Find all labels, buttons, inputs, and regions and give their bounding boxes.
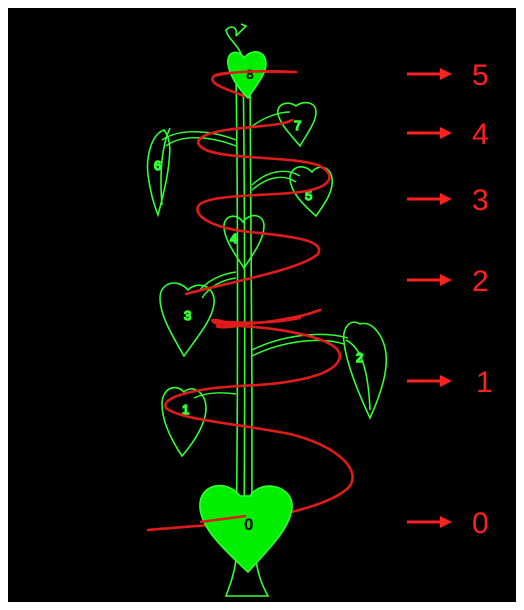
leaf-2: 2 xyxy=(344,322,387,418)
arrow-head-icon xyxy=(440,516,452,528)
leaf-label-2: 2 xyxy=(356,350,363,365)
leaf-label-6: 6 xyxy=(154,158,161,173)
leaf-0: 0 xyxy=(200,486,292,572)
leaf-label-7: 7 xyxy=(294,118,301,133)
leaf-6: 6 xyxy=(148,128,170,215)
level-label-1: 1 xyxy=(476,366,493,399)
level-label-3: 3 xyxy=(472,184,489,217)
arrow-head-icon xyxy=(440,68,452,80)
level-5: 5 xyxy=(407,59,489,92)
level-4: 4 xyxy=(407,118,489,151)
leaf-label-8: 8 xyxy=(246,66,254,82)
arrow-head-icon xyxy=(440,127,452,139)
arrow-head-icon xyxy=(440,193,452,205)
leaf-label-0: 0 xyxy=(244,515,253,534)
level-label-0: 0 xyxy=(472,507,489,540)
level-2: 2 xyxy=(407,265,489,298)
level-label-5: 5 xyxy=(472,59,489,92)
level-0: 0 xyxy=(407,507,489,540)
leaf-label-4: 4 xyxy=(230,231,237,246)
arrow-head-icon xyxy=(440,274,452,286)
leaf-label-3: 3 xyxy=(184,308,191,323)
level-1: 1 xyxy=(407,366,493,399)
arrow-head-icon xyxy=(440,375,452,387)
leaf-1: 1 xyxy=(162,388,206,456)
level-label-2: 2 xyxy=(472,265,489,298)
level-label-4: 4 xyxy=(472,118,489,151)
level-markers: 5 4 3 2 1 xyxy=(407,59,493,540)
level-3: 3 xyxy=(407,184,489,217)
branches xyxy=(162,112,348,398)
